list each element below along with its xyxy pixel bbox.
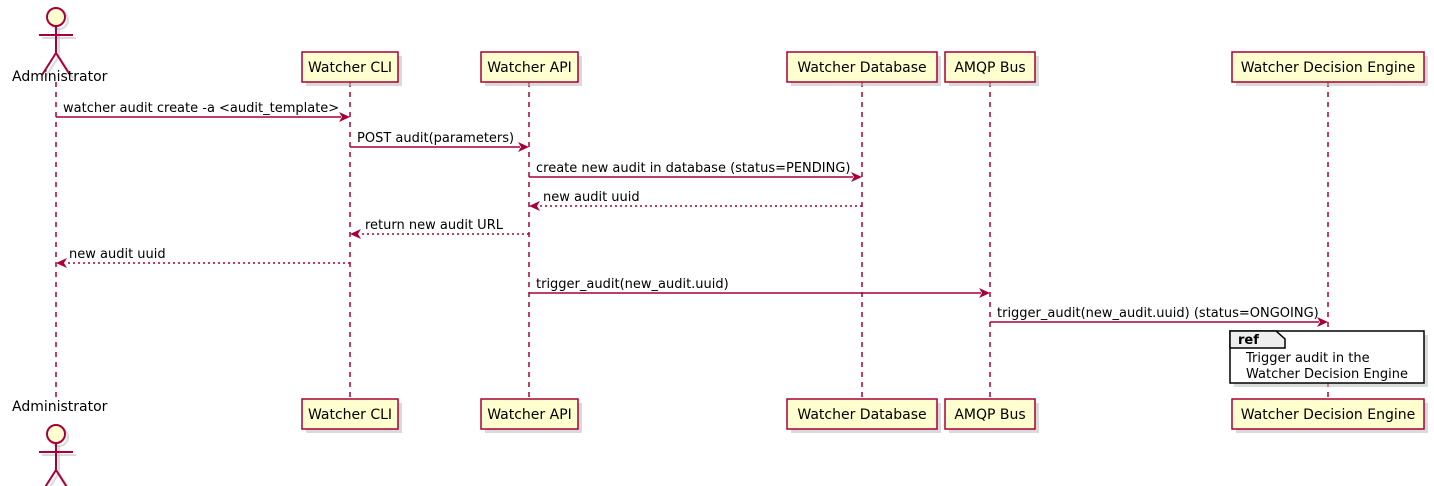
message-3-watcher-database-to-watcher-api: new audit uuid (529, 190, 862, 211)
arrowhead-icon (529, 201, 540, 211)
message-6-watcher-api-to-amqp-bus: trigger_audit(new_audit.uuid) (529, 277, 990, 298)
actor-head-icon (46, 424, 66, 444)
participant-box[interactable] (786, 398, 938, 430)
participant-label-watcher-api: Watcher API (487, 60, 572, 76)
participant-label-amqp-bus: AMQP Bus (954, 60, 1025, 76)
messages-layer: watcher audit create -a <audit_template>… (56, 101, 1328, 327)
participant-box[interactable] (480, 51, 579, 83)
participant-box[interactable] (480, 398, 579, 430)
message-label-5: new audit uuid (69, 247, 166, 262)
participant-boxes-layer: Watcher CLI Watcher CLI Watcher API Watcher… (301, 51, 1428, 433)
participant-label-watcher-database: Watcher Database (797, 407, 926, 423)
message-0-administrator-to-watcher-cli: watcher audit create -a <audit_template> (56, 101, 350, 122)
arrowhead-icon (851, 172, 862, 182)
participant-box[interactable] (301, 51, 399, 83)
message-4-watcher-api-to-watcher-cli: return new audit URL (350, 218, 529, 239)
message-label-4: return new audit URL (365, 218, 504, 233)
arrowhead-icon (1317, 317, 1328, 327)
ref-box (1229, 330, 1425, 384)
participant-box[interactable] (1231, 51, 1425, 83)
message-5-watcher-cli-to-administrator: new audit uuid (56, 247, 350, 268)
participant-watcher-database-bottom[interactable]: Watcher Database (786, 398, 941, 433)
participant-watcher-api-bottom[interactable]: Watcher API (480, 398, 582, 433)
participant-watcher-cli-top[interactable]: Watcher CLI (301, 51, 402, 86)
message-7-amqp-bus-to-watcher-decision-engine: trigger_audit(new_audit.uuid) (status=ON… (990, 306, 1328, 327)
participant-watcher-database-top[interactable]: Watcher Database (786, 51, 941, 86)
participant-label-watcher-database: Watcher Database (797, 60, 926, 76)
ref-tab (1229, 330, 1286, 349)
participant-watcher-api-top[interactable]: Watcher API (480, 51, 582, 86)
lifelines-layer (55, 82, 1329, 399)
participant-watcher-cli-bottom[interactable]: Watcher CLI (301, 398, 402, 433)
message-label-0: watcher audit create -a <audit_template> (63, 101, 339, 116)
message-label-7: trigger_audit(new_audit.uuid) (status=ON… (997, 306, 1319, 321)
arrowhead-icon (350, 229, 361, 239)
message-label-3: new audit uuid (543, 190, 640, 205)
participant-label-watcher-api: Watcher API (487, 407, 572, 423)
message-label-1: POST audit(parameters) (357, 131, 514, 146)
participant-box[interactable] (301, 398, 399, 430)
participant-box[interactable] (786, 51, 938, 83)
actor-administrator-top (39, 7, 76, 79)
participant-watcher-decision-engine-bottom[interactable]: Watcher Decision Engine (1231, 398, 1428, 433)
ref-body-line-0: Trigger audit in the (1245, 351, 1370, 366)
participant-label-watcher-decision-engine: Watcher Decision Engine (1241, 407, 1415, 423)
arrowhead-icon (339, 112, 350, 122)
actor-head-icon (46, 7, 66, 27)
message-label-2: create new audit in database (status=PEN… (536, 161, 851, 176)
arrowhead-icon (979, 288, 990, 298)
participant-label-watcher-decision-engine: Watcher Decision Engine (1241, 60, 1415, 76)
participant-label-watcher-cli: Watcher CLI (308, 407, 392, 423)
participant-box[interactable] (944, 398, 1036, 430)
ref-body-line-1: Watcher Decision Engine (1246, 367, 1408, 382)
ref-tab-label: ref (1238, 333, 1259, 348)
participant-label-amqp-bus: AMQP Bus (954, 407, 1025, 423)
participant-amqp-bus-bottom[interactable]: AMQP Bus (944, 398, 1039, 433)
message-2-watcher-api-to-watcher-database: create new audit in database (status=PEN… (529, 161, 862, 182)
message-label-6: trigger_audit(new_audit.uuid) (536, 277, 729, 292)
arrowhead-icon (56, 258, 67, 268)
actor-label-administrator-top: Administrator (12, 69, 108, 85)
actor-administrator-bottom (39, 424, 76, 486)
message-1-watcher-cli-to-watcher-api: POST audit(parameters) (350, 131, 529, 152)
participant-box[interactable] (1231, 398, 1425, 430)
participant-watcher-decision-engine-top[interactable]: Watcher Decision Engine (1231, 51, 1428, 86)
participant-amqp-bus-top[interactable]: AMQP Bus (944, 51, 1039, 86)
participant-label-watcher-cli: Watcher CLI (308, 60, 392, 76)
arrowhead-icon (518, 142, 529, 152)
participant-box[interactable] (944, 51, 1036, 83)
actor-label-administrator-bottom: Administrator (12, 399, 108, 415)
